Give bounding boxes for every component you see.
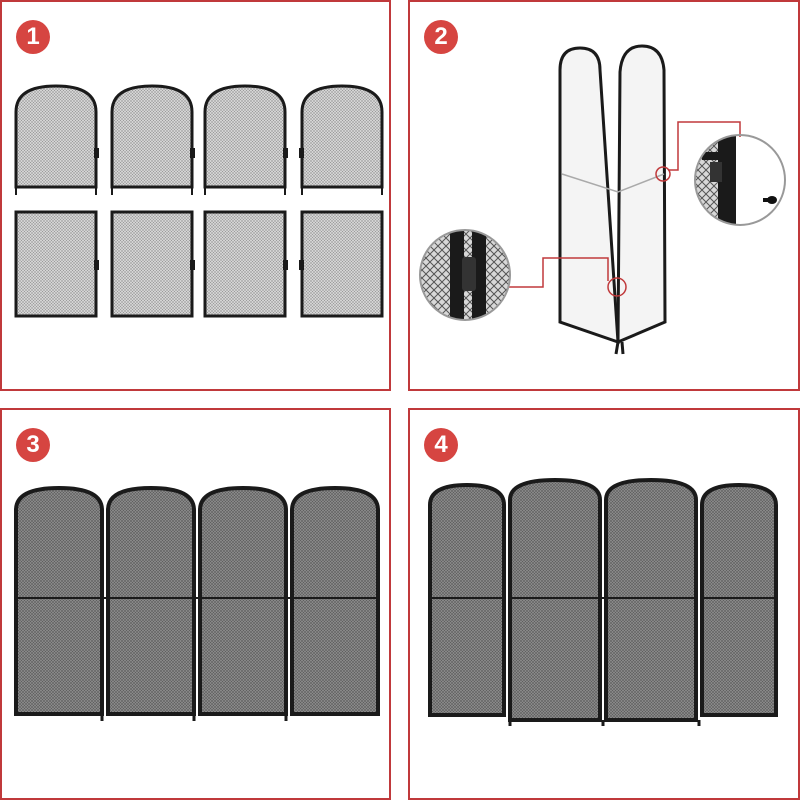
hinge-detail-icon [419,229,511,321]
screen-top-panel-icon [14,84,99,195]
step-2-panel: 2 [408,0,800,391]
screw-detail-icon [694,134,786,226]
screen-bottom-panel-icon [110,210,195,318]
callout-lines [509,121,741,288]
screen-top-panel-icon [110,84,195,195]
step-1-badge: 1 [16,20,50,54]
step-4-illustration [428,477,778,726]
assembled-screen-angled [428,477,778,726]
folded-screen-icon [558,44,671,355]
step-1-illustration [14,84,384,318]
assembled-screen-flat [14,485,380,721]
screen-bottom-panel-icon [14,210,99,318]
screen-bottom-panel-icon [203,210,288,318]
step-2-illustration [419,44,786,355]
bottom-panels-row [14,210,384,318]
step-2-badge: 2 [424,20,458,54]
step-4-panel: 4 [408,408,800,800]
step-1-panel: 1 [0,0,391,391]
step-4-badge: 4 [424,428,458,462]
screw-icon [763,196,777,204]
screen-bottom-panel-icon [299,210,384,318]
screen-top-panel-icon [203,84,288,195]
top-panels-row [14,84,384,195]
screen-top-panel-icon [299,84,384,195]
step-3-panel: 3 [0,408,391,800]
step-3-badge: 3 [16,428,50,462]
step-3-illustration [14,485,380,721]
